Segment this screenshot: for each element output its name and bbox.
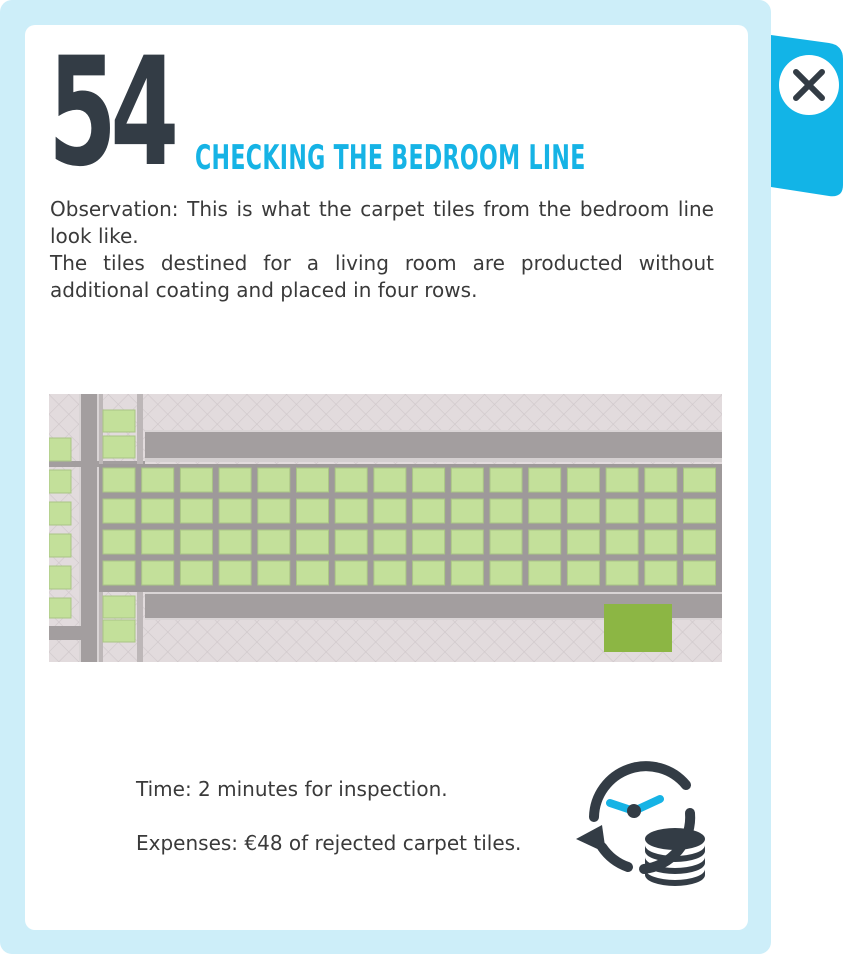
carpet-tile	[334, 498, 368, 524]
carpet-tile	[683, 560, 716, 586]
close-button[interactable]	[771, 35, 843, 198]
carpet-tile	[296, 529, 329, 555]
carpet-tile	[218, 467, 252, 493]
carpet-tile	[683, 467, 716, 493]
carpet-tile	[605, 529, 639, 555]
carpet-tile	[218, 498, 252, 524]
carpet-tile	[373, 498, 407, 524]
carpet-tile	[489, 560, 523, 586]
left-tile-stack	[48, 437, 72, 619]
carpet-tile	[257, 560, 291, 586]
carpet-tile	[412, 560, 446, 586]
observation-line-1: Observation: This is what the carpet til…	[50, 197, 714, 248]
carpet-tile	[179, 498, 213, 524]
carpet-tile	[450, 560, 484, 586]
carpet-tile	[334, 529, 368, 555]
expenses-info: Expenses: €48 of rejected carpet tiles.	[136, 831, 522, 855]
carpet-tile	[373, 560, 407, 586]
carpet-tile	[683, 529, 716, 555]
carpet-tile	[528, 529, 562, 555]
carpet-tile	[450, 529, 484, 555]
carpet-tile	[296, 498, 329, 524]
carpet-tile	[218, 529, 252, 555]
carpet-tile	[528, 560, 562, 586]
carpet-tile	[683, 498, 716, 524]
carpet-tile	[257, 467, 291, 493]
carpet-tile	[257, 529, 291, 555]
carpet-tile	[412, 498, 446, 524]
carpet-tile	[605, 560, 639, 586]
clock-coins-icon	[574, 757, 714, 887]
vertical-aisle	[81, 394, 97, 662]
carpet-tile	[334, 467, 368, 493]
carpet-tile	[296, 560, 329, 586]
carpet-tile	[489, 498, 523, 524]
carpet-tile	[102, 467, 136, 493]
observation-text: Observation: This is what the carpet til…	[50, 196, 714, 304]
carpet-tile	[412, 467, 446, 493]
tile-grid	[102, 467, 716, 586]
carpet-tile	[566, 529, 600, 555]
carpet-tile	[489, 529, 523, 555]
carpet-tile	[450, 498, 484, 524]
carpet-tile	[218, 560, 252, 586]
carpet-tile	[605, 467, 639, 493]
carpet-tile	[179, 529, 213, 555]
carpet-tile	[644, 467, 678, 493]
time-info: Time: 2 minutes for inspection.	[136, 777, 448, 801]
carpet-tile	[141, 560, 175, 586]
upper-conveyor	[145, 432, 722, 458]
lower-tile-stack	[102, 595, 136, 643]
carpet-tile	[373, 467, 407, 493]
carpet-tile	[644, 560, 678, 586]
close-icon[interactable]	[779, 55, 839, 115]
factory-floor-image	[48, 394, 722, 662]
carpet-tile	[605, 498, 639, 524]
carpet-tile	[141, 467, 175, 493]
carpet-tile	[412, 529, 446, 555]
carpet-tile	[257, 498, 291, 524]
carpet-tile	[644, 529, 678, 555]
carpet-tile	[566, 467, 600, 493]
carpet-tile	[102, 498, 136, 524]
carpet-tile	[528, 467, 562, 493]
carpet-tile	[102, 560, 136, 586]
card-number: 54	[48, 26, 179, 200]
carpet-tile	[373, 529, 407, 555]
card-title: Checking the bedroom line	[195, 138, 586, 178]
carpet-tile	[141, 498, 175, 524]
carpet-tile	[179, 560, 213, 586]
observation-line-2: The tiles destined for a living room are…	[50, 251, 714, 302]
carpet-tile	[644, 498, 678, 524]
carpet-tile	[566, 560, 600, 586]
carpet-tile	[141, 529, 175, 555]
carpet-tile	[528, 498, 562, 524]
carpet-tile	[450, 467, 484, 493]
carpet-tile	[179, 467, 213, 493]
upper-tile-stack	[102, 409, 136, 459]
carpet-tile	[102, 529, 136, 555]
carpet-tile	[566, 498, 600, 524]
carpet-tile	[489, 467, 523, 493]
rejected-tiles-pallet	[604, 604, 672, 652]
carpet-tile	[334, 560, 368, 586]
carpet-tile	[296, 467, 329, 493]
